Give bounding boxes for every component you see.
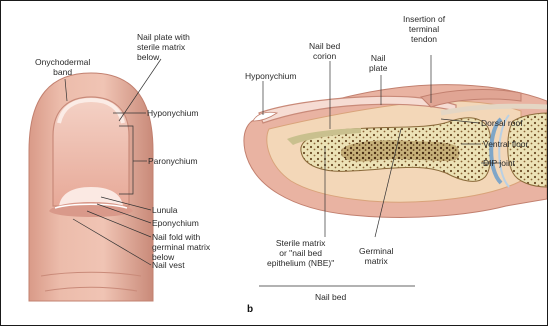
onychodermal-band-label: Onychodermal band [35,57,90,77]
nail-fold-label: Nail fold with germinal matrix below [152,232,210,262]
nail-plate-label: Nail plate with sterile matrix below [137,32,190,62]
sterile-matrix-label: Sterile matrix or "nail bed epithelium (… [267,238,334,268]
finger-front-view [29,73,153,301]
nail-bed-corium-label: Nail bed corion [309,41,340,61]
ventral-floor-label: Ventral floor [483,139,528,149]
nail-vest-label: Nail vest [152,260,185,270]
germinal-matrix-label: Germinal matrix [359,246,393,266]
lunula-label: Lunula [152,205,178,215]
hyponychium-label-b: Hyponychium [245,71,297,81]
hyponychium-label-a: Hyponychium [147,108,199,118]
nail-bed-label: Nail bed [315,292,346,302]
eponychium-label: Eponychium [152,218,199,228]
panel-b-marker: b [247,304,253,315]
nail-plate-label-b: Nail plate [369,53,387,73]
dip-joint-label: DIP joint [483,158,515,168]
insertion-tendon-label: Insertion of terminal tendon [403,14,445,44]
dorsal-roof-label: Dorsal roof [481,118,523,128]
paronychium-label: Paronychium [148,156,198,166]
